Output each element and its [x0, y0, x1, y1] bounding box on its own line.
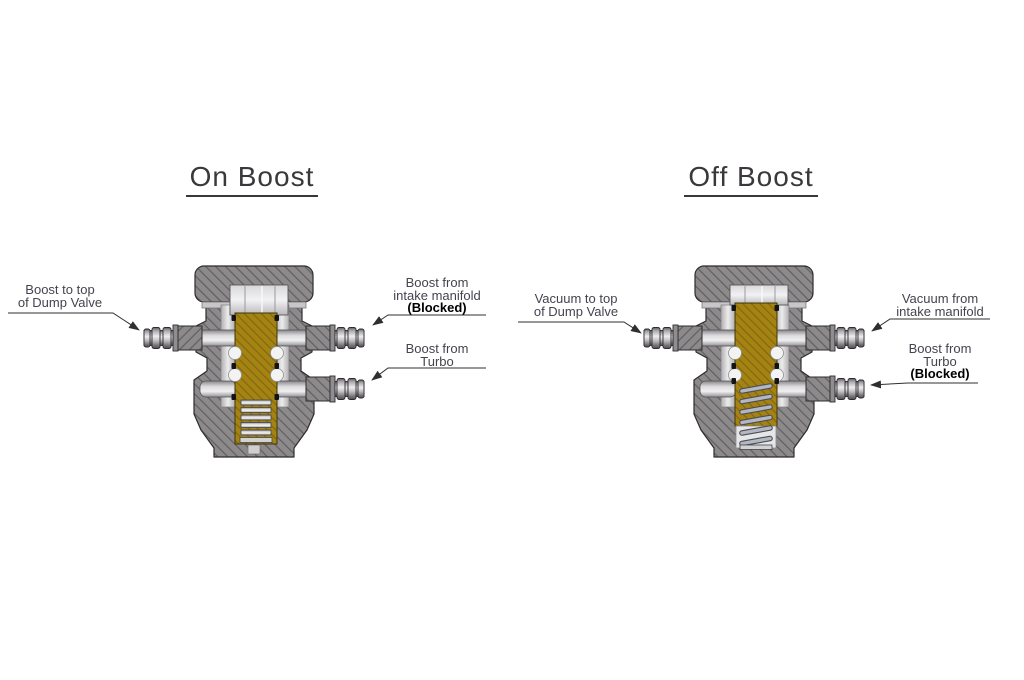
port-channel [199, 380, 237, 398]
callout-boost-to-dump-valve: Boost to top of Dump Valve [6, 282, 114, 310]
leader-boost-from-intake [372, 314, 486, 326]
port-channel [699, 380, 737, 398]
spool-port [770, 346, 784, 360]
spool-port [228, 346, 242, 360]
barb-to-dump-valve [643, 324, 703, 352]
callout-blocked-line: (Blocked) [910, 366, 970, 381]
spool-port [728, 346, 742, 360]
callout-line: Turbo [420, 353, 454, 369]
leader-boost-to-dump-valve [8, 312, 140, 331]
barb-turbo [805, 375, 865, 403]
callout-vacuum-from-intake: Vacuum from intake manifold [888, 291, 992, 319]
valve-spring-extended [739, 383, 773, 450]
callout-boost-from-turbo: Boost from Turbo [386, 341, 488, 369]
barb-to-dump-valve [143, 324, 203, 352]
barb-intake-manifold [805, 324, 865, 352]
spool-port [270, 346, 284, 360]
leader-vacuum-from-intake [871, 318, 990, 332]
panel-title-on-boost: On Boost [170, 162, 334, 197]
callout-vacuum-to-dump-valve: Vacuum to top of Dump Valve [522, 291, 630, 319]
barb-intake-manifold [305, 324, 365, 352]
callout-boost-from-turbo-blocked: Boost from Turbo (Blocked) [890, 341, 990, 381]
callout-line: of Dump Valve [533, 303, 619, 319]
panel-title-off-boost: Off Boost [669, 162, 833, 197]
callout-line: Vacuum to top [534, 291, 618, 306]
callout-line: Vacuum from [901, 291, 979, 306]
callout-blocked-line: (Blocked) [407, 300, 467, 315]
spool-port [270, 368, 284, 382]
callout-line: Boost from [908, 341, 972, 356]
spool-port [228, 368, 242, 382]
top-cap-insert [229, 284, 289, 316]
o-rings [231, 315, 279, 400]
valve-cross-section-on-boost [143, 265, 365, 458]
callout-line: Turbo [923, 353, 957, 369]
callout-line: Boost from [405, 275, 469, 290]
callout-line: intake manifold [896, 303, 984, 319]
callout-line: Boost from [405, 341, 469, 356]
leader-boost-from-turbo [371, 367, 486, 381]
leader-vacuum-to-dump-valve [518, 321, 642, 334]
leader-boost-from-turbo-blocked [870, 380, 978, 389]
top-cap-insert [729, 284, 789, 306]
callout-line: intake manifold [393, 287, 481, 303]
callout-boost-from-intake: Boost from intake manifold (Blocked) [386, 275, 488, 315]
valve-spring-compressed [239, 399, 273, 455]
title-text: Off Boost [684, 162, 818, 197]
callout-line: Boost to top [25, 282, 95, 297]
barb-turbo [305, 375, 365, 403]
o-rings [731, 305, 779, 384]
callout-line: of Dump Valve [17, 294, 103, 310]
valve-cross-section-off-boost [643, 265, 865, 458]
title-text: On Boost [185, 162, 319, 197]
